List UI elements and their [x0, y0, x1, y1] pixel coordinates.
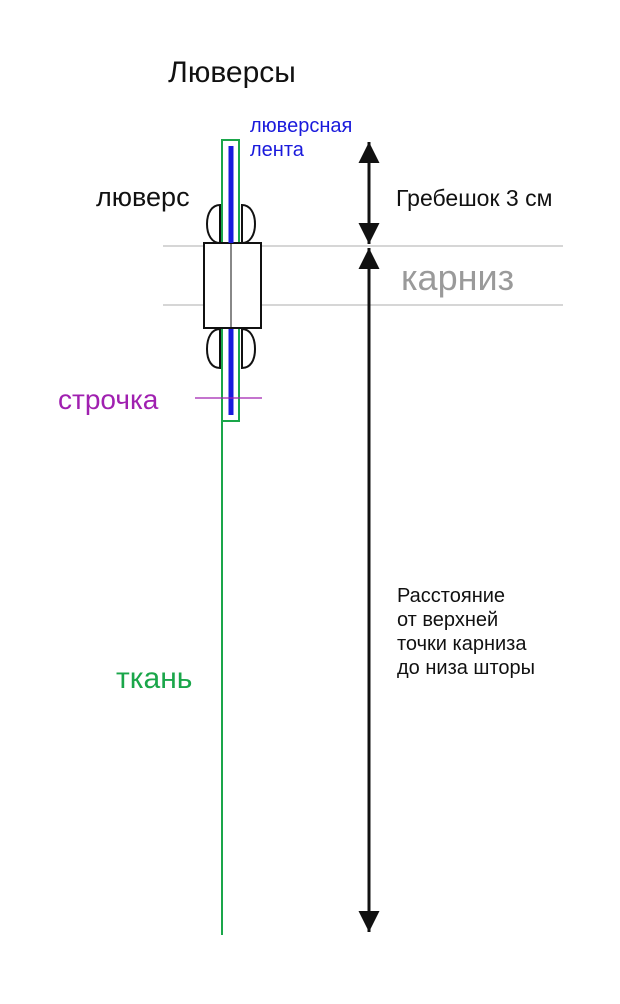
- distance-label-line-1: Расстояние: [397, 585, 505, 607]
- stitch-label: строчка: [58, 384, 159, 415]
- grommet-label: люверс: [96, 182, 190, 212]
- grommet-tape-label-line-2: лента: [250, 139, 305, 161]
- distance-label-line-4: до низа шторы: [397, 657, 535, 679]
- distance-label-line-2: от верхней: [397, 609, 498, 631]
- grommet-top-flange-right: [241, 203, 257, 245]
- grommet-body: [203, 242, 262, 329]
- distance-label: Расстояние от верхней точки карниза до н…: [397, 585, 535, 679]
- diagram-title: Люверсы: [168, 56, 296, 89]
- grommet-top-flange-left: [205, 203, 221, 245]
- grommet-bottom-flange-right: [241, 327, 257, 370]
- grommet-bottom-flange-left: [205, 327, 221, 370]
- header-label: Гребешок 3 см: [396, 185, 552, 211]
- grommet-tape-label: люверсная лента: [250, 115, 358, 161]
- grommet: [203, 203, 262, 370]
- rod-label: карниз: [401, 257, 514, 298]
- grommet-tape-label-line-1: люверсная: [250, 115, 352, 137]
- distance-label-line-3: точки карниза: [397, 633, 527, 655]
- fabric-label: ткань: [116, 662, 192, 695]
